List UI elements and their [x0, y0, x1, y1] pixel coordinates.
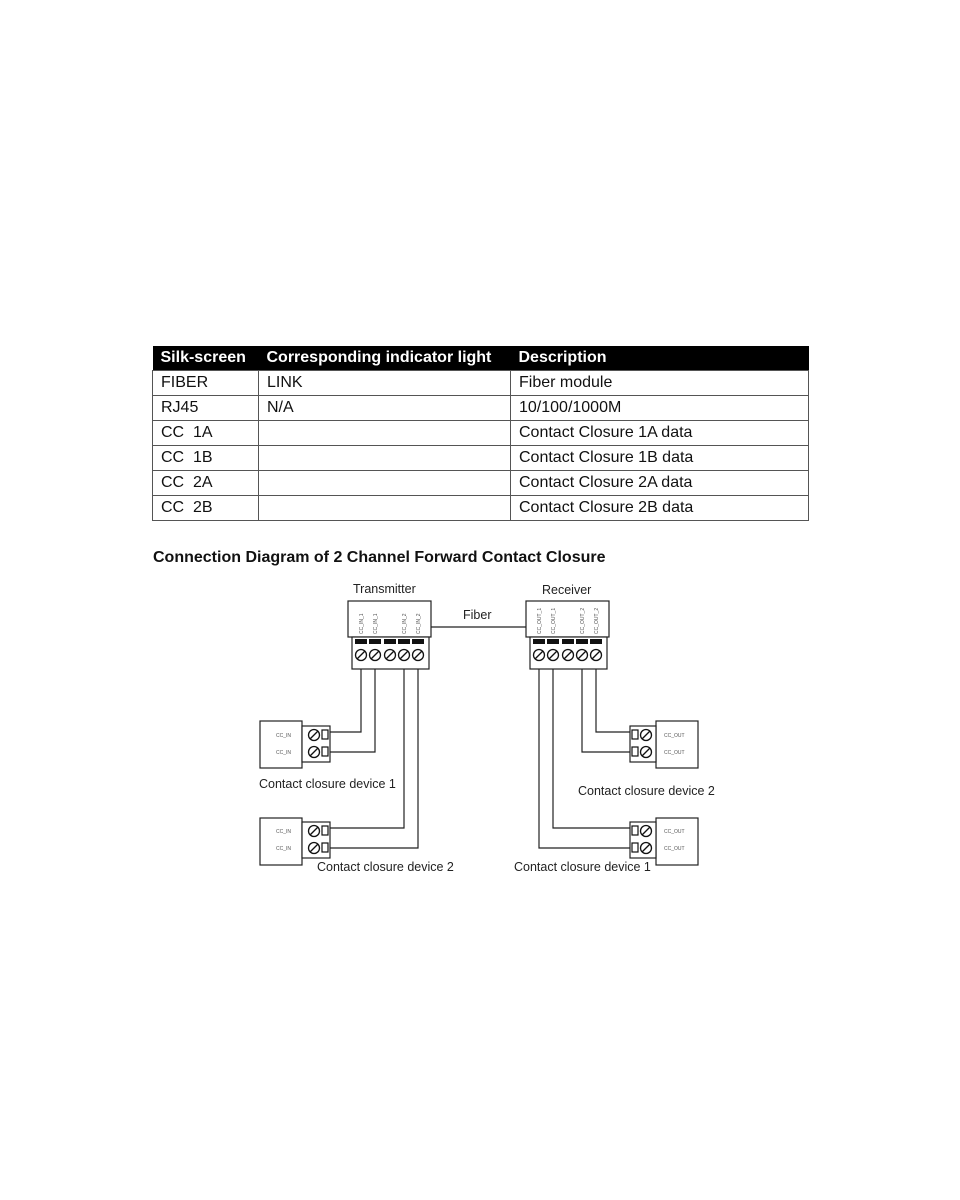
device-pin-label: CC_OUT — [664, 829, 685, 835]
rx-pin-label: CC_OUT_2 — [594, 608, 600, 634]
rx-pin-label: CC_OUT_1 — [537, 608, 543, 634]
tx-pin-label: CC_IN_2 — [416, 613, 422, 634]
device-pin-label: CC_IN — [276, 846, 291, 852]
device-wire-slots — [321, 729, 639, 853]
rx-pin-label: CC_OUT_1 — [551, 608, 557, 634]
wire-rx-cc1a — [538, 669, 630, 849]
table-cell — [258, 445, 511, 471]
column-header: Silk-screen — [152, 346, 259, 371]
wire-rx-cc2b — [595, 669, 630, 733]
device-screws — [307, 728, 653, 855]
device-pin-label: CC_OUT — [664, 846, 685, 852]
table-cell: CC 2A — [152, 470, 259, 496]
table-cell: CC 1B — [152, 445, 259, 471]
table-row: FIBER LINK Fiber module — [152, 370, 809, 396]
device-pin-label: CC_OUT — [664, 733, 685, 739]
device-pin-label: CC_IN — [276, 733, 291, 739]
fiber-label: Fiber — [463, 608, 491, 622]
device-pin-label: CC_IN — [276, 829, 291, 835]
device-pin-label: CC_IN — [276, 750, 291, 756]
tx-pin-label: CC_IN_1 — [373, 613, 379, 634]
table-cell — [258, 420, 511, 446]
table-cell: Contact Closure 1A data — [510, 420, 809, 446]
table-cell: Contact Closure 2A data — [510, 470, 809, 496]
tx-device-2-label: Contact closure device 2 — [317, 860, 454, 874]
table-row: CC 1A Contact Closure 1A data — [152, 420, 809, 446]
table-cell: Contact Closure 1B data — [510, 445, 809, 471]
receiver-label: Receiver — [542, 583, 591, 597]
table-cell: LINK — [258, 370, 511, 396]
receiver-module — [525, 600, 610, 638]
wire-tx-cc1a — [330, 669, 362, 733]
wire-rx-cc1b — [552, 669, 630, 829]
rx-contact-device-2 — [655, 720, 699, 769]
transmitter-screws — [354, 648, 425, 662]
column-header: Corresponding indicator light — [258, 346, 511, 371]
rx-device-1-label: Contact closure device 1 — [514, 860, 651, 874]
wire-tx-cc2a — [330, 669, 405, 829]
transmitter-module — [347, 600, 432, 638]
rx-pin-label: CC_OUT_2 — [580, 608, 586, 634]
transmitter-pin-strip — [355, 639, 424, 644]
table-cell: Fiber module — [510, 370, 809, 396]
receiver-pin-strip — [533, 639, 602, 644]
table-cell: CC 2B — [152, 495, 259, 521]
tx-device-1-label: Contact closure device 1 — [259, 777, 396, 791]
indicator-table: Silk-screen Corresponding indicator ligh… — [152, 346, 809, 521]
tx-pin-label: CC_IN_2 — [402, 613, 408, 634]
table-row: CC 2A Contact Closure 2A data — [152, 470, 809, 496]
transmitter-label: Transmitter — [353, 582, 416, 596]
wire-tx-cc2b — [330, 669, 419, 849]
device-pin-label: CC_OUT — [664, 750, 685, 756]
table-cell: Contact Closure 2B data — [510, 495, 809, 521]
rx-contact-device-1 — [655, 817, 699, 866]
table-row: CC 1B Contact Closure 1B data — [152, 445, 809, 471]
column-header: Description — [510, 346, 809, 371]
table-cell — [258, 495, 511, 521]
table-cell — [258, 470, 511, 496]
rx-device-2-label: Contact closure device 2 — [578, 784, 715, 798]
table-cell: RJ45 — [152, 395, 259, 421]
tx-pin-label: CC_IN_1 — [359, 613, 365, 634]
tx-contact-device-1 — [259, 720, 303, 769]
receiver-screws — [532, 648, 603, 662]
wire-rx-cc2a — [581, 669, 630, 753]
section-title: Connection Diagram of 2 Channel Forward … — [153, 549, 606, 566]
table-header-row: Silk-screen Corresponding indicator ligh… — [152, 346, 809, 371]
wire-tx-cc1b — [330, 669, 376, 753]
table-row: CC 2B Contact Closure 2B data — [152, 495, 809, 521]
tx-contact-device-2 — [259, 817, 303, 866]
